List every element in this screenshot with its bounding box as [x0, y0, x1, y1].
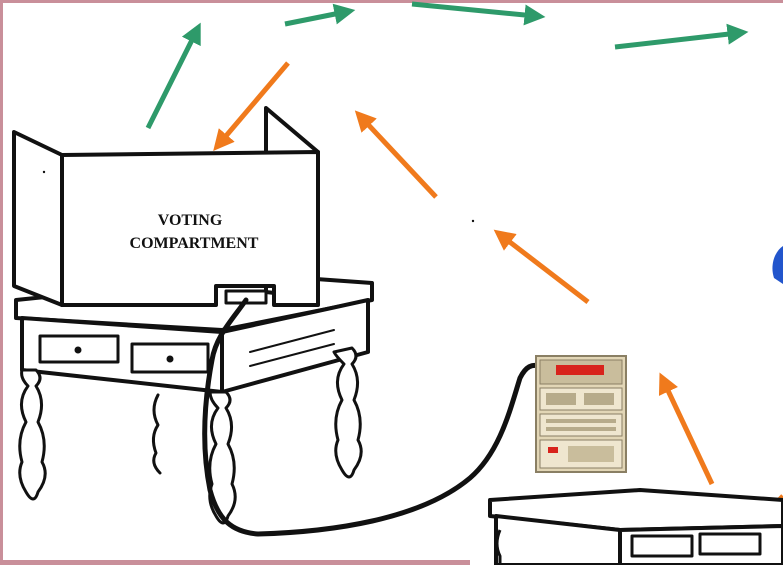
evm-connecting-cable: [202, 297, 543, 537]
green-arrows: [145, 1, 749, 130]
arrow-orange-icon: [493, 229, 590, 304]
arrow-green-icon: [284, 3, 356, 27]
arrow-orange-icon: [658, 372, 715, 486]
compartment-left-panel: [12, 130, 64, 307]
table-leg: [495, 529, 502, 565]
frame-bottom: [0, 560, 470, 565]
table-top: [488, 488, 783, 532]
table-leg: [208, 390, 237, 525]
speck: [471, 219, 475, 223]
table-leg: [18, 368, 47, 501]
speck: [42, 170, 46, 174]
arrow-green-icon: [614, 23, 749, 50]
left-table: [14, 273, 374, 525]
right-table: [488, 488, 783, 565]
arrow-green-icon: [145, 22, 201, 130]
table-back-leg: [151, 393, 162, 475]
drawer-knob: [74, 346, 82, 354]
drawer-knob: [166, 355, 174, 363]
compartment-label-line2: COMPARTMENT: [130, 235, 259, 252]
table-leg: [332, 346, 363, 479]
drawer: [630, 534, 694, 558]
arrow-orange-icon: [354, 110, 438, 199]
compartment-front-panel: [60, 150, 320, 307]
compartment-label-line1: VOTING: [158, 212, 223, 229]
offscreen-figure-edge: [772, 246, 783, 284]
frame-top: [0, 0, 783, 3]
arrow-orange-icon: [213, 61, 290, 152]
control-unit-display: [556, 365, 604, 375]
table-apron-side: [220, 298, 370, 394]
arrow-green-icon: [411, 1, 546, 26]
voting-compartment: [12, 106, 320, 307]
control-unit-indicator: [548, 447, 558, 453]
frame-left: [0, 0, 3, 565]
control-unit-icon: [535, 355, 627, 473]
drawer: [698, 532, 762, 556]
